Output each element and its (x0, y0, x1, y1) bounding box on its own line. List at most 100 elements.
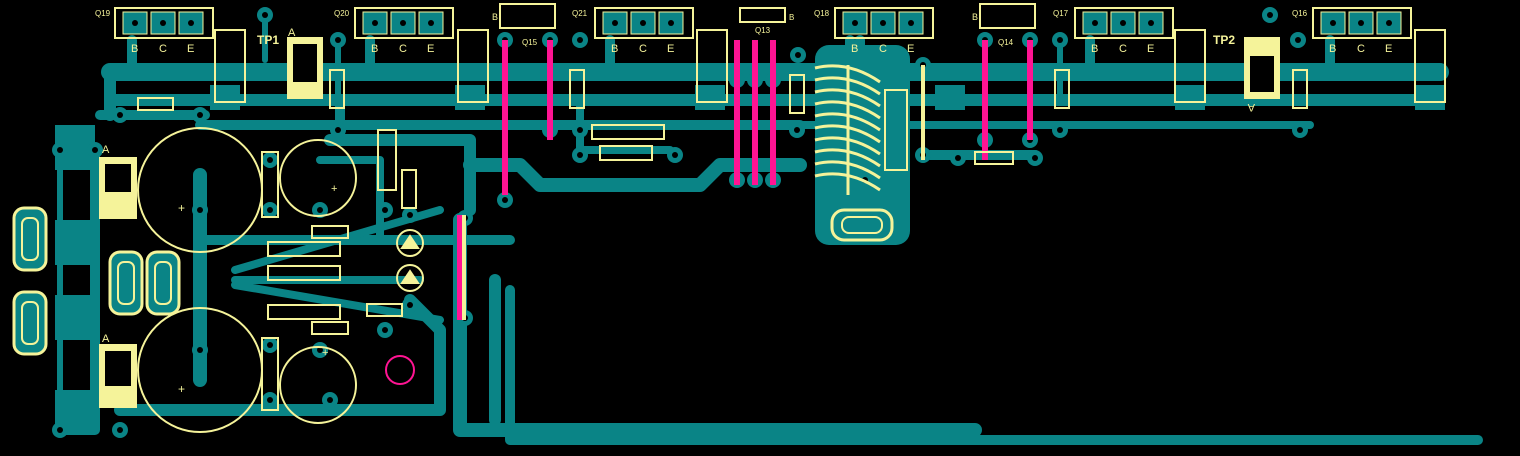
drill-hole (160, 20, 166, 26)
via-hole (1032, 155, 1038, 161)
cap4-plus: + (322, 347, 328, 359)
q19-label: Q19 (95, 9, 111, 18)
inductor-coil (814, 64, 881, 195)
drill-hole (132, 20, 138, 26)
via-hole (117, 427, 123, 433)
via-hole (795, 52, 801, 58)
via-hole (407, 212, 413, 218)
pin-label: C (1357, 43, 1365, 55)
q20-label: Q20 (334, 9, 350, 18)
q17-label: Q17 (1053, 9, 1069, 18)
via-hole (57, 427, 63, 433)
via-hole (382, 327, 388, 333)
via-hole (267, 397, 273, 403)
pin-label: C (639, 43, 647, 55)
via-hole (57, 147, 63, 153)
via-hole (577, 127, 583, 133)
drill-hole (1386, 20, 1392, 26)
diode-bottom-anode: A (102, 333, 110, 345)
pin-label: B (1329, 43, 1336, 55)
via-hole (1297, 127, 1303, 133)
drill-hole (188, 20, 194, 26)
via-hole (197, 347, 203, 353)
q13-label: Q13 (755, 26, 771, 35)
via-hole (1057, 127, 1063, 133)
wire-links (462, 65, 925, 320)
pin-label: C (399, 43, 407, 55)
pink-jumpers (457, 40, 1033, 320)
drill-hole (428, 20, 434, 26)
via-hole (1267, 12, 1273, 18)
cap3-plus: + (331, 183, 337, 195)
transistor-silkscreen (114, 3, 1446, 103)
via-hole (335, 37, 341, 43)
pin-label: E (667, 43, 674, 55)
tp1-anode-mark: A (288, 27, 296, 39)
q14-label: Q14 (998, 38, 1014, 47)
tp1-label: TP1 (257, 33, 279, 47)
drill-hole (372, 20, 378, 26)
drill-hole (1148, 20, 1154, 26)
drill-hole (1330, 20, 1336, 26)
q16-label: Q16 (1292, 9, 1308, 18)
via-hole (197, 112, 203, 118)
drill-hole (880, 20, 886, 26)
pin-label: C (879, 43, 887, 55)
pin-label: E (187, 43, 194, 55)
pin-label: C (1119, 43, 1127, 55)
drill-hole (612, 20, 618, 26)
via-hole (382, 207, 388, 213)
via-hole (267, 207, 273, 213)
via-hole (92, 147, 98, 153)
pin-label: B (131, 43, 138, 55)
pin-label: E (907, 43, 914, 55)
via-hole (672, 152, 678, 158)
via-hole (577, 152, 583, 158)
tp2-label: TP2 (1213, 33, 1235, 47)
via-hole (407, 302, 413, 308)
pin-label: E (427, 43, 434, 55)
via-hole (317, 347, 323, 353)
via-hole (327, 397, 333, 403)
pin-label: E (1385, 43, 1392, 55)
via-hole (262, 12, 268, 18)
pin-label: C (159, 43, 167, 55)
drill-hole (640, 20, 646, 26)
pin-label: E (1147, 43, 1154, 55)
q18-label: Q18 (814, 9, 830, 18)
q15-label: Q15 (522, 38, 538, 47)
via-hole (502, 197, 508, 203)
pin-label: B (1091, 43, 1098, 55)
drill-hole (1120, 20, 1126, 26)
via-hole (117, 112, 123, 118)
q15-pin-mark: B (492, 12, 498, 22)
via-hole (335, 127, 341, 133)
capacitor-silkscreen (137, 127, 415, 433)
drill-hole (1358, 20, 1364, 26)
drill-hole (400, 20, 406, 26)
via-hole (267, 342, 273, 348)
q13-pin-mark: B (789, 13, 794, 22)
transistor-labels: Q19 Q20 Q21 Q18 Q17 Q16 Q15 B Q13 B Q14 … (95, 9, 1308, 396)
resistor-silkscreen (137, 69, 1308, 335)
tp2-anode-mark: A (1247, 101, 1255, 113)
via-hole (955, 155, 961, 161)
via-hole (577, 37, 583, 43)
connector-inner (21, 216, 883, 345)
led-silkscreen (396, 229, 424, 292)
drill-hole (908, 20, 914, 26)
drill-hole (668, 20, 674, 26)
cap1-plus: + (178, 201, 185, 215)
cap2-plus: + (178, 382, 185, 396)
drill-hole (1092, 20, 1098, 26)
via-hole (1295, 37, 1301, 43)
via-hole (267, 157, 273, 163)
pin-label: B (611, 43, 618, 55)
via-hole (317, 207, 323, 213)
via-hole (794, 127, 800, 133)
via-hole (197, 207, 203, 213)
pin-label: B (371, 43, 378, 55)
q14-pin-mark: B (972, 12, 978, 22)
diode-top-anode: A (102, 144, 110, 156)
diode-silkscreen (99, 37, 1280, 408)
